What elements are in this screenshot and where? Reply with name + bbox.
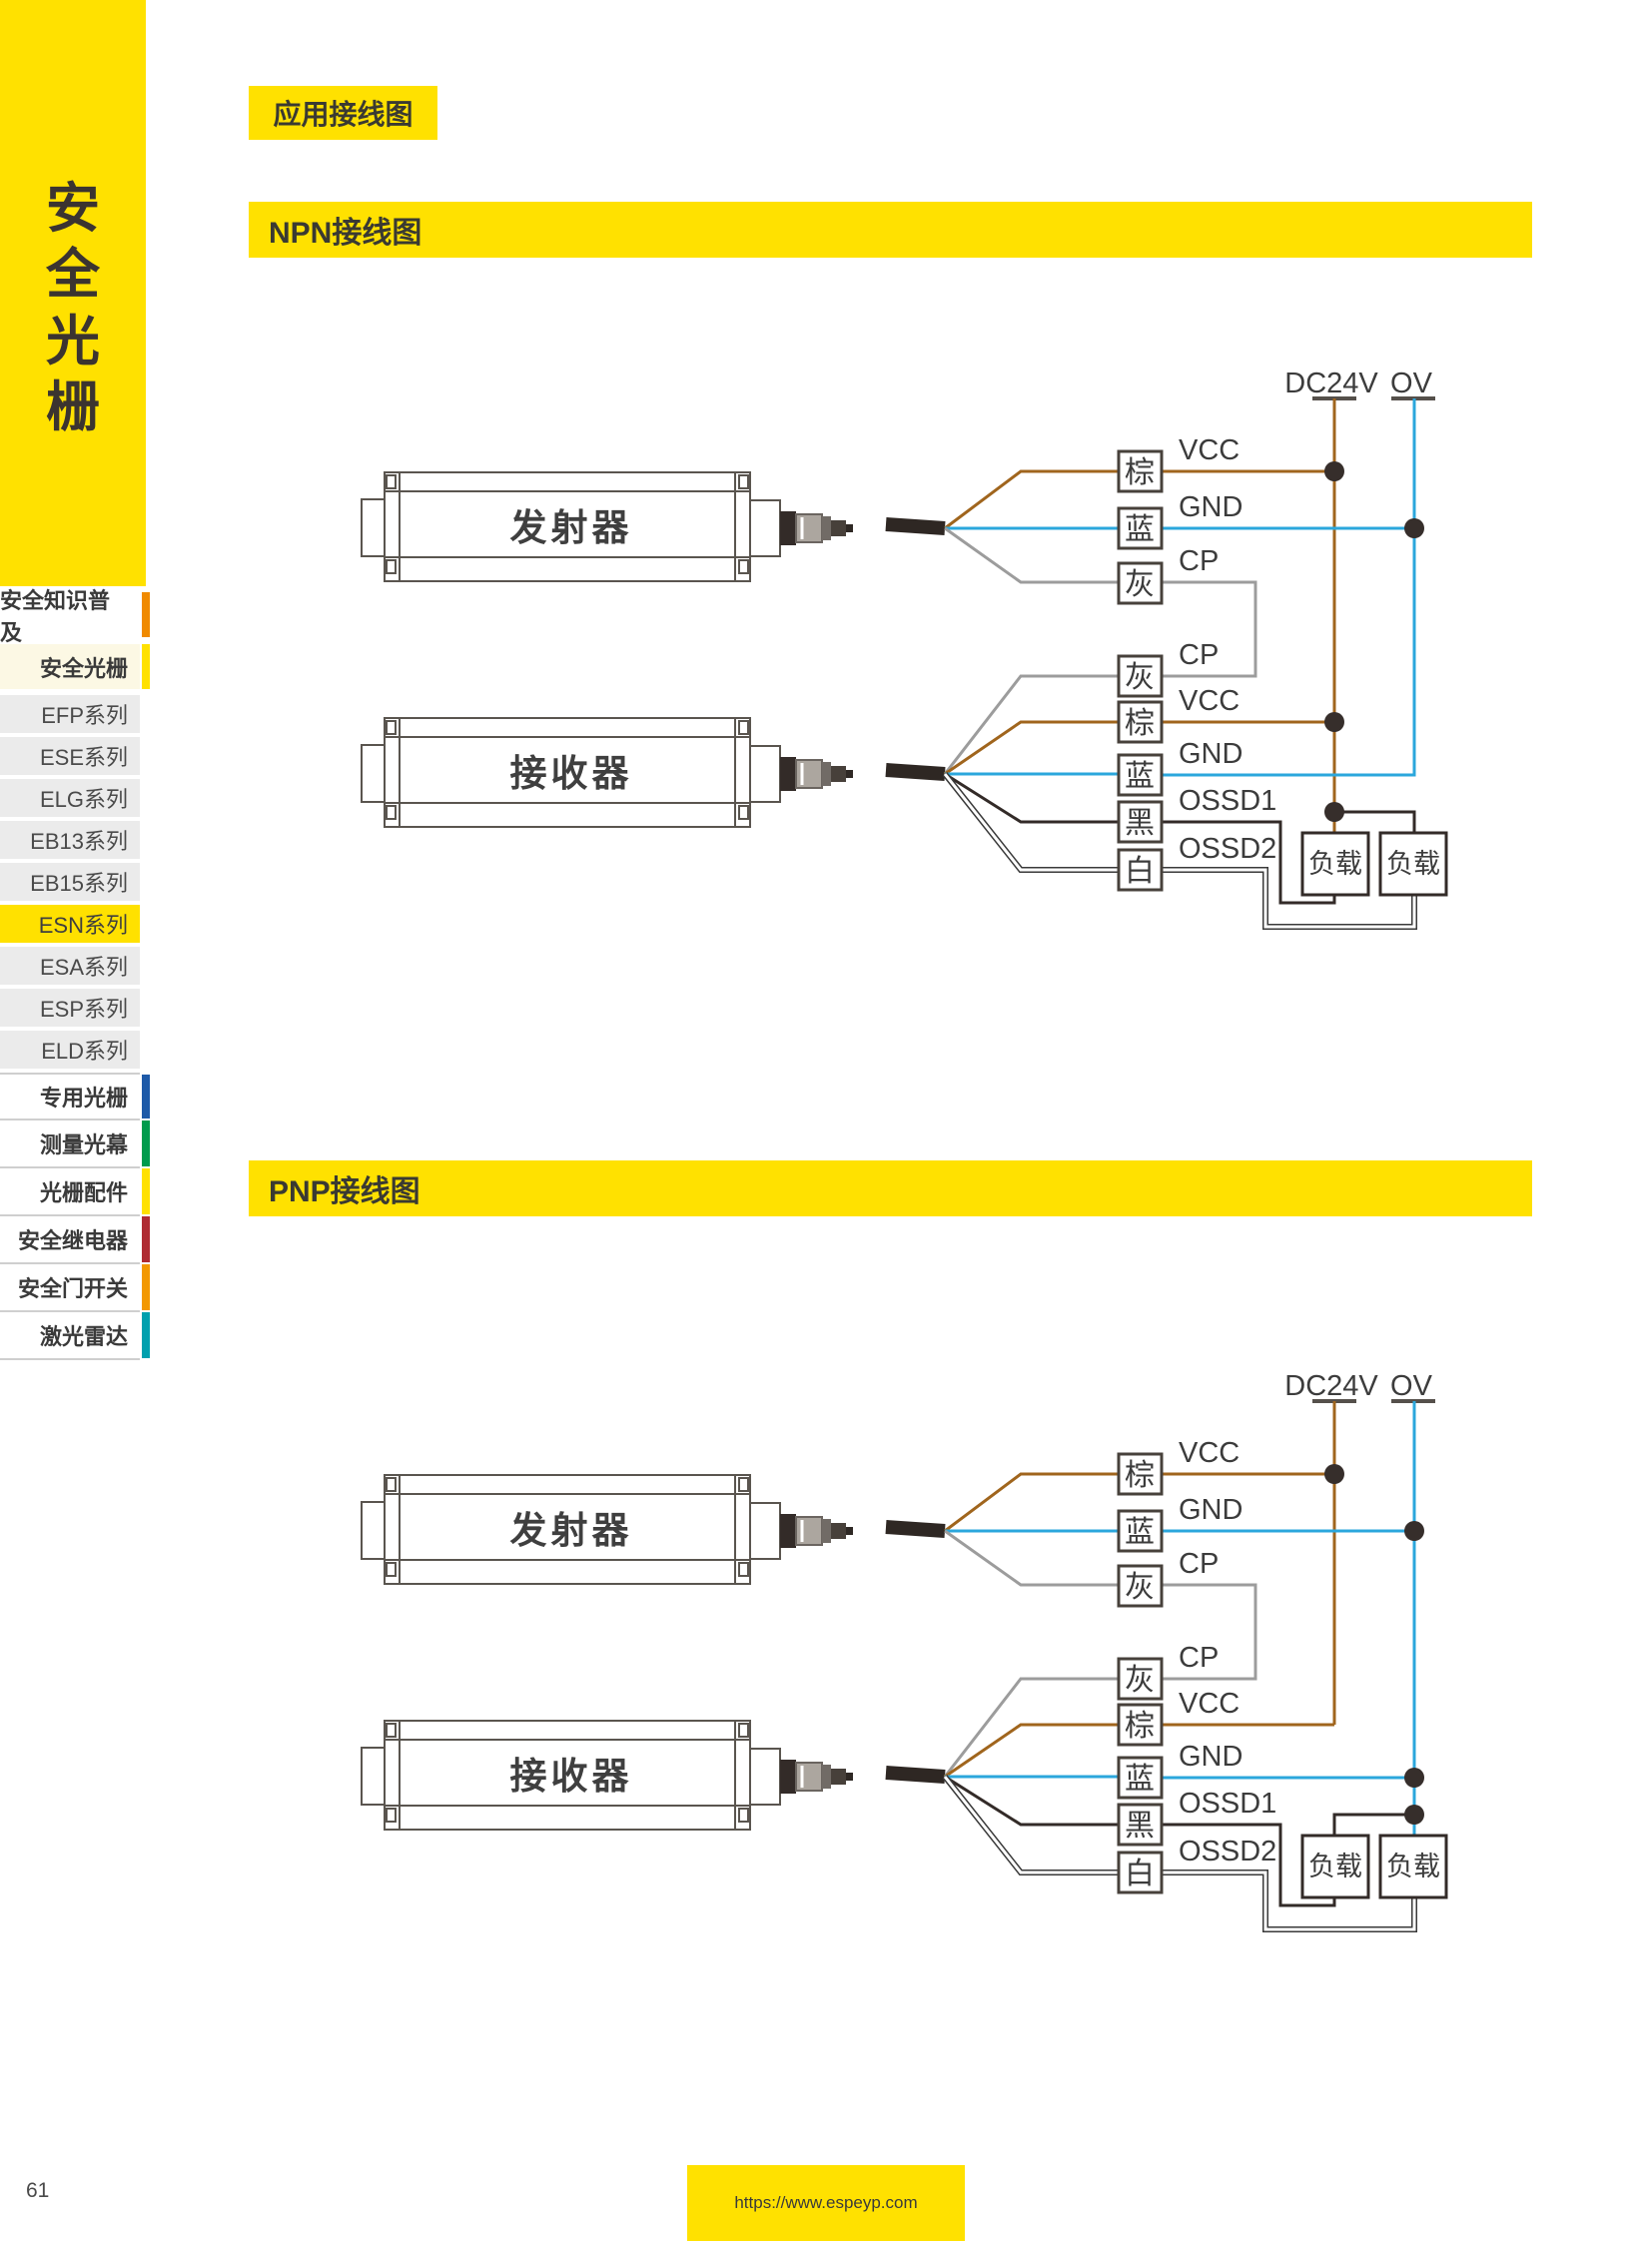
svg-text:灰: 灰 [1125, 568, 1155, 601]
ov-label: OV [1390, 1370, 1433, 1402]
section-badge: 应用接线图 [249, 86, 437, 140]
svg-text:棕: 棕 [1125, 707, 1155, 740]
svg-text:黑: 黑 [1125, 807, 1155, 840]
svg-text:蓝: 蓝 [1125, 1763, 1155, 1796]
receiver-wires [942, 674, 1417, 930]
sidebar-item-laser-radar[interactable]: 激光雷达 [0, 1312, 150, 1360]
svg-text:CP: CP [1179, 1548, 1219, 1580]
svg-text:GND: GND [1179, 1741, 1242, 1773]
svg-text:蓝: 蓝 [1125, 1516, 1155, 1549]
emitter-cable [885, 1520, 946, 1538]
footer-url-box[interactable]: https://www.espeyp.com [687, 2165, 965, 2241]
svg-text:负载: 负载 [1308, 1852, 1362, 1881]
sidebar-item-eb15-series[interactable]: EB15系列 [0, 863, 140, 901]
svg-text:蓝: 蓝 [1125, 513, 1155, 546]
wire-color-boxes: 棕 蓝 灰 灰 棕 蓝 黑 白 [1117, 1452, 1164, 1894]
sidebar-item-measuring-light-screen[interactable]: 测量光幕 [0, 1120, 150, 1168]
emitter-wires [944, 469, 1414, 678]
svg-text:CP: CP [1179, 639, 1219, 671]
sidebar-item-safety-knowledge[interactable]: 安全知识普及 [0, 588, 150, 645]
svg-text:负载: 负载 [1308, 849, 1362, 879]
signal-labels: VCC GND CP CP VCC GND OSSD1 OSSD2 [1179, 434, 1276, 865]
load-boxes: 负载 负载 [1300, 831, 1448, 897]
dc24v-label: DC24V [1284, 1370, 1378, 1402]
sidebar-brand-block: 安全光栅 [0, 0, 146, 586]
svg-text:OSSD2: OSSD2 [1179, 833, 1276, 865]
sidebar-menu: 安全知识普及 安全光栅 EFP系列 ESE系列 ELG系列 EB13系列 EB1… [0, 588, 150, 1360]
sidebar-item-safety-door-switch[interactable]: 安全门开关 [0, 1264, 150, 1312]
sidebar-item-eld-series[interactable]: ELD系列 [0, 1031, 140, 1069]
svg-text:GND: GND [1179, 1494, 1242, 1526]
sidebar-vertical-title: 安全光栅 [46, 179, 100, 438]
junction-dots [1324, 461, 1424, 822]
svg-text:OSSD2: OSSD2 [1179, 1836, 1276, 1868]
svg-text:棕: 棕 [1125, 456, 1155, 489]
sidebar-item-elg-series[interactable]: ELG系列 [0, 779, 140, 817]
page-number: 61 [26, 2179, 50, 2202]
svg-text:黑: 黑 [1125, 1810, 1155, 1843]
svg-text:负载: 负载 [1386, 849, 1440, 879]
emitter-cable [885, 517, 946, 535]
svg-text:灰: 灰 [1125, 661, 1155, 694]
svg-text:GND: GND [1179, 491, 1242, 523]
accent-bar-yellow [142, 1168, 150, 1214]
sidebar-item-special-light-curtain[interactable]: 专用光栅 [0, 1073, 150, 1120]
svg-text:VCC: VCC [1179, 1688, 1239, 1720]
svg-text:CP: CP [1179, 1642, 1219, 1674]
wire-color-boxes: 棕 蓝 灰 灰 棕 蓝 黑 白 [1117, 449, 1164, 892]
svg-text:VCC: VCC [1179, 434, 1239, 466]
junction-dots [1324, 1464, 1424, 1825]
svg-text:灰: 灰 [1125, 1571, 1155, 1604]
pnp-section-header: PNP接线图 [249, 1160, 1532, 1216]
sidebar-item-safety-light-curtain[interactable]: 安全光栅 [0, 644, 150, 689]
ov-label: OV [1390, 368, 1433, 399]
svg-text:OSSD1: OSSD1 [1179, 785, 1276, 817]
accent-bar-red [142, 1216, 150, 1262]
sidebar-item-safety-relay[interactable]: 安全继电器 [0, 1216, 150, 1264]
accent-bar-orange [142, 592, 150, 637]
pnp-wiring-diagram: 发射器 接收器 DC24V OV [360, 1370, 1448, 1932]
receiver-label: 接收器 [510, 753, 633, 794]
emitter-label: 发射器 [510, 1510, 633, 1551]
load-boxes: 负载 负载 [1300, 1834, 1448, 1899]
svg-text:OSSD1: OSSD1 [1179, 1788, 1276, 1820]
svg-text:VCC: VCC [1179, 685, 1239, 717]
svg-text:GND: GND [1179, 738, 1242, 770]
svg-text:白: 白 [1125, 1858, 1155, 1890]
sidebar-item-esn-series-active[interactable]: ESN系列 [0, 905, 140, 943]
npn-wiring-diagram: 发射器 接收器 DC24V OV [360, 368, 1448, 930]
load1-branch [1332, 1813, 1414, 1836]
sidebar-item-efp-series[interactable]: EFP系列 [0, 695, 140, 733]
receiver-wires [942, 1677, 1417, 1932]
emitter-label: 发射器 [510, 507, 633, 548]
svg-text:白: 白 [1125, 855, 1155, 888]
npn-section-header: NPN接线图 [249, 202, 1532, 258]
load2-branch [1334, 810, 1416, 833]
emitter-wires [944, 1472, 1414, 1681]
svg-text:蓝: 蓝 [1125, 760, 1155, 793]
receiver-label: 接收器 [510, 1756, 633, 1797]
svg-text:棕: 棕 [1125, 1459, 1155, 1492]
sidebar-item-esa-series[interactable]: ESA系列 [0, 947, 140, 985]
svg-text:VCC: VCC [1179, 1437, 1239, 1469]
svg-text:CP: CP [1179, 545, 1219, 577]
accent-bar-green [142, 1120, 150, 1166]
sidebar-item-accessories[interactable]: 光栅配件 [0, 1168, 150, 1216]
receiver-cable [885, 1766, 946, 1784]
dc24v-label: DC24V [1284, 368, 1378, 399]
receiver-cable [885, 763, 946, 781]
accent-bar-blue [142, 1075, 150, 1119]
svg-text:负载: 负载 [1386, 1852, 1440, 1881]
signal-labels: VCC GND CP CP VCC GND OSSD1 OSSD2 [1179, 1437, 1276, 1868]
sidebar-item-ese-series[interactable]: ESE系列 [0, 737, 140, 775]
footer-url[interactable]: https://www.espeyp.com [734, 2193, 918, 2212]
svg-text:棕: 棕 [1125, 1710, 1155, 1743]
sidebar-item-esp-series[interactable]: ESP系列 [0, 989, 140, 1027]
accent-bar-orange2 [142, 1264, 150, 1310]
sidebar-item-eb13-series[interactable]: EB13系列 [0, 821, 140, 859]
svg-text:灰: 灰 [1125, 1664, 1155, 1697]
accent-bar-yellow [142, 644, 150, 689]
accent-bar-teal [142, 1312, 150, 1358]
